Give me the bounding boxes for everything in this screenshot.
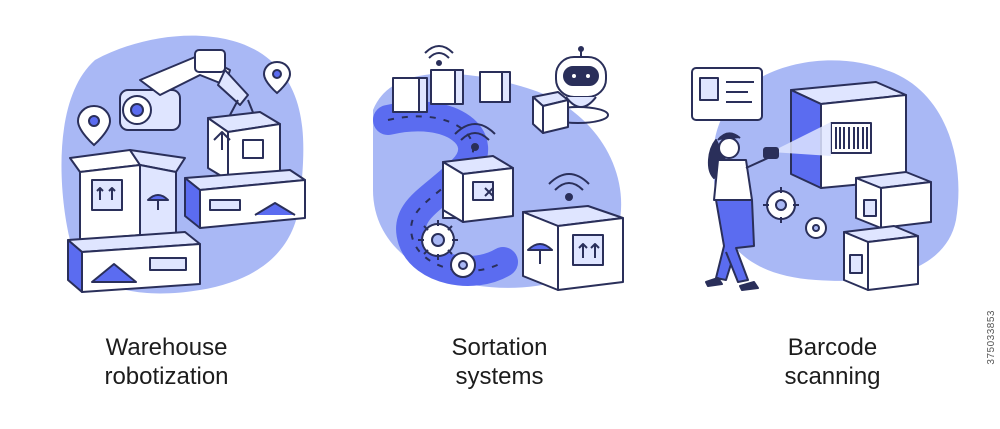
robot-icon xyxy=(532,46,609,134)
conveyor-stand xyxy=(184,169,306,229)
gear-icon xyxy=(763,187,799,223)
sortation-systems-illustration xyxy=(373,45,624,291)
barcode-scanning-illustration xyxy=(691,60,959,291)
caption-barcode-scanning: Barcode scanning xyxy=(666,333,999,391)
conveyor-stand xyxy=(67,231,201,293)
scan-beam xyxy=(771,122,831,156)
box-icon xyxy=(843,225,919,291)
caption-line: Sortation xyxy=(451,334,548,361)
robot-arm-icon xyxy=(119,49,255,131)
caption-line: Warehouse xyxy=(105,334,228,361)
id-card-icon xyxy=(691,67,763,121)
panel-warehouse-robotization: Warehouse robotization xyxy=(0,0,333,429)
wifi-icon xyxy=(454,123,496,151)
box-icon xyxy=(522,205,624,291)
caption-warehouse-robotization: Warehouse robotization xyxy=(0,333,333,391)
panel-sortation-systems: Sortation systems xyxy=(333,0,666,429)
caption-line: systems xyxy=(455,363,544,390)
warehouse-robotization-illustration xyxy=(61,35,306,294)
location-pin-icon xyxy=(76,104,112,147)
caption-line: Barcode xyxy=(787,334,878,361)
caption-line: robotization xyxy=(104,363,229,390)
box-icon xyxy=(442,155,514,223)
panel-barcode-scanning: Barcode scanning xyxy=(666,0,999,429)
location-pin-icon xyxy=(262,60,292,95)
box-icon xyxy=(855,171,932,229)
gear-icon xyxy=(805,217,827,239)
stock-id-label: 375033853 xyxy=(986,310,997,365)
wifi-icon xyxy=(548,173,590,201)
box-icon xyxy=(392,69,511,113)
wifi-icon xyxy=(424,45,454,66)
open-box-icon xyxy=(69,149,186,241)
gear-icon xyxy=(450,252,476,278)
caption-sortation-systems: Sortation systems xyxy=(333,333,666,391)
box-icon xyxy=(207,111,281,181)
caption-line: scanning xyxy=(784,363,881,390)
woman-with-scanner xyxy=(705,132,779,291)
gear-icon xyxy=(418,220,458,260)
